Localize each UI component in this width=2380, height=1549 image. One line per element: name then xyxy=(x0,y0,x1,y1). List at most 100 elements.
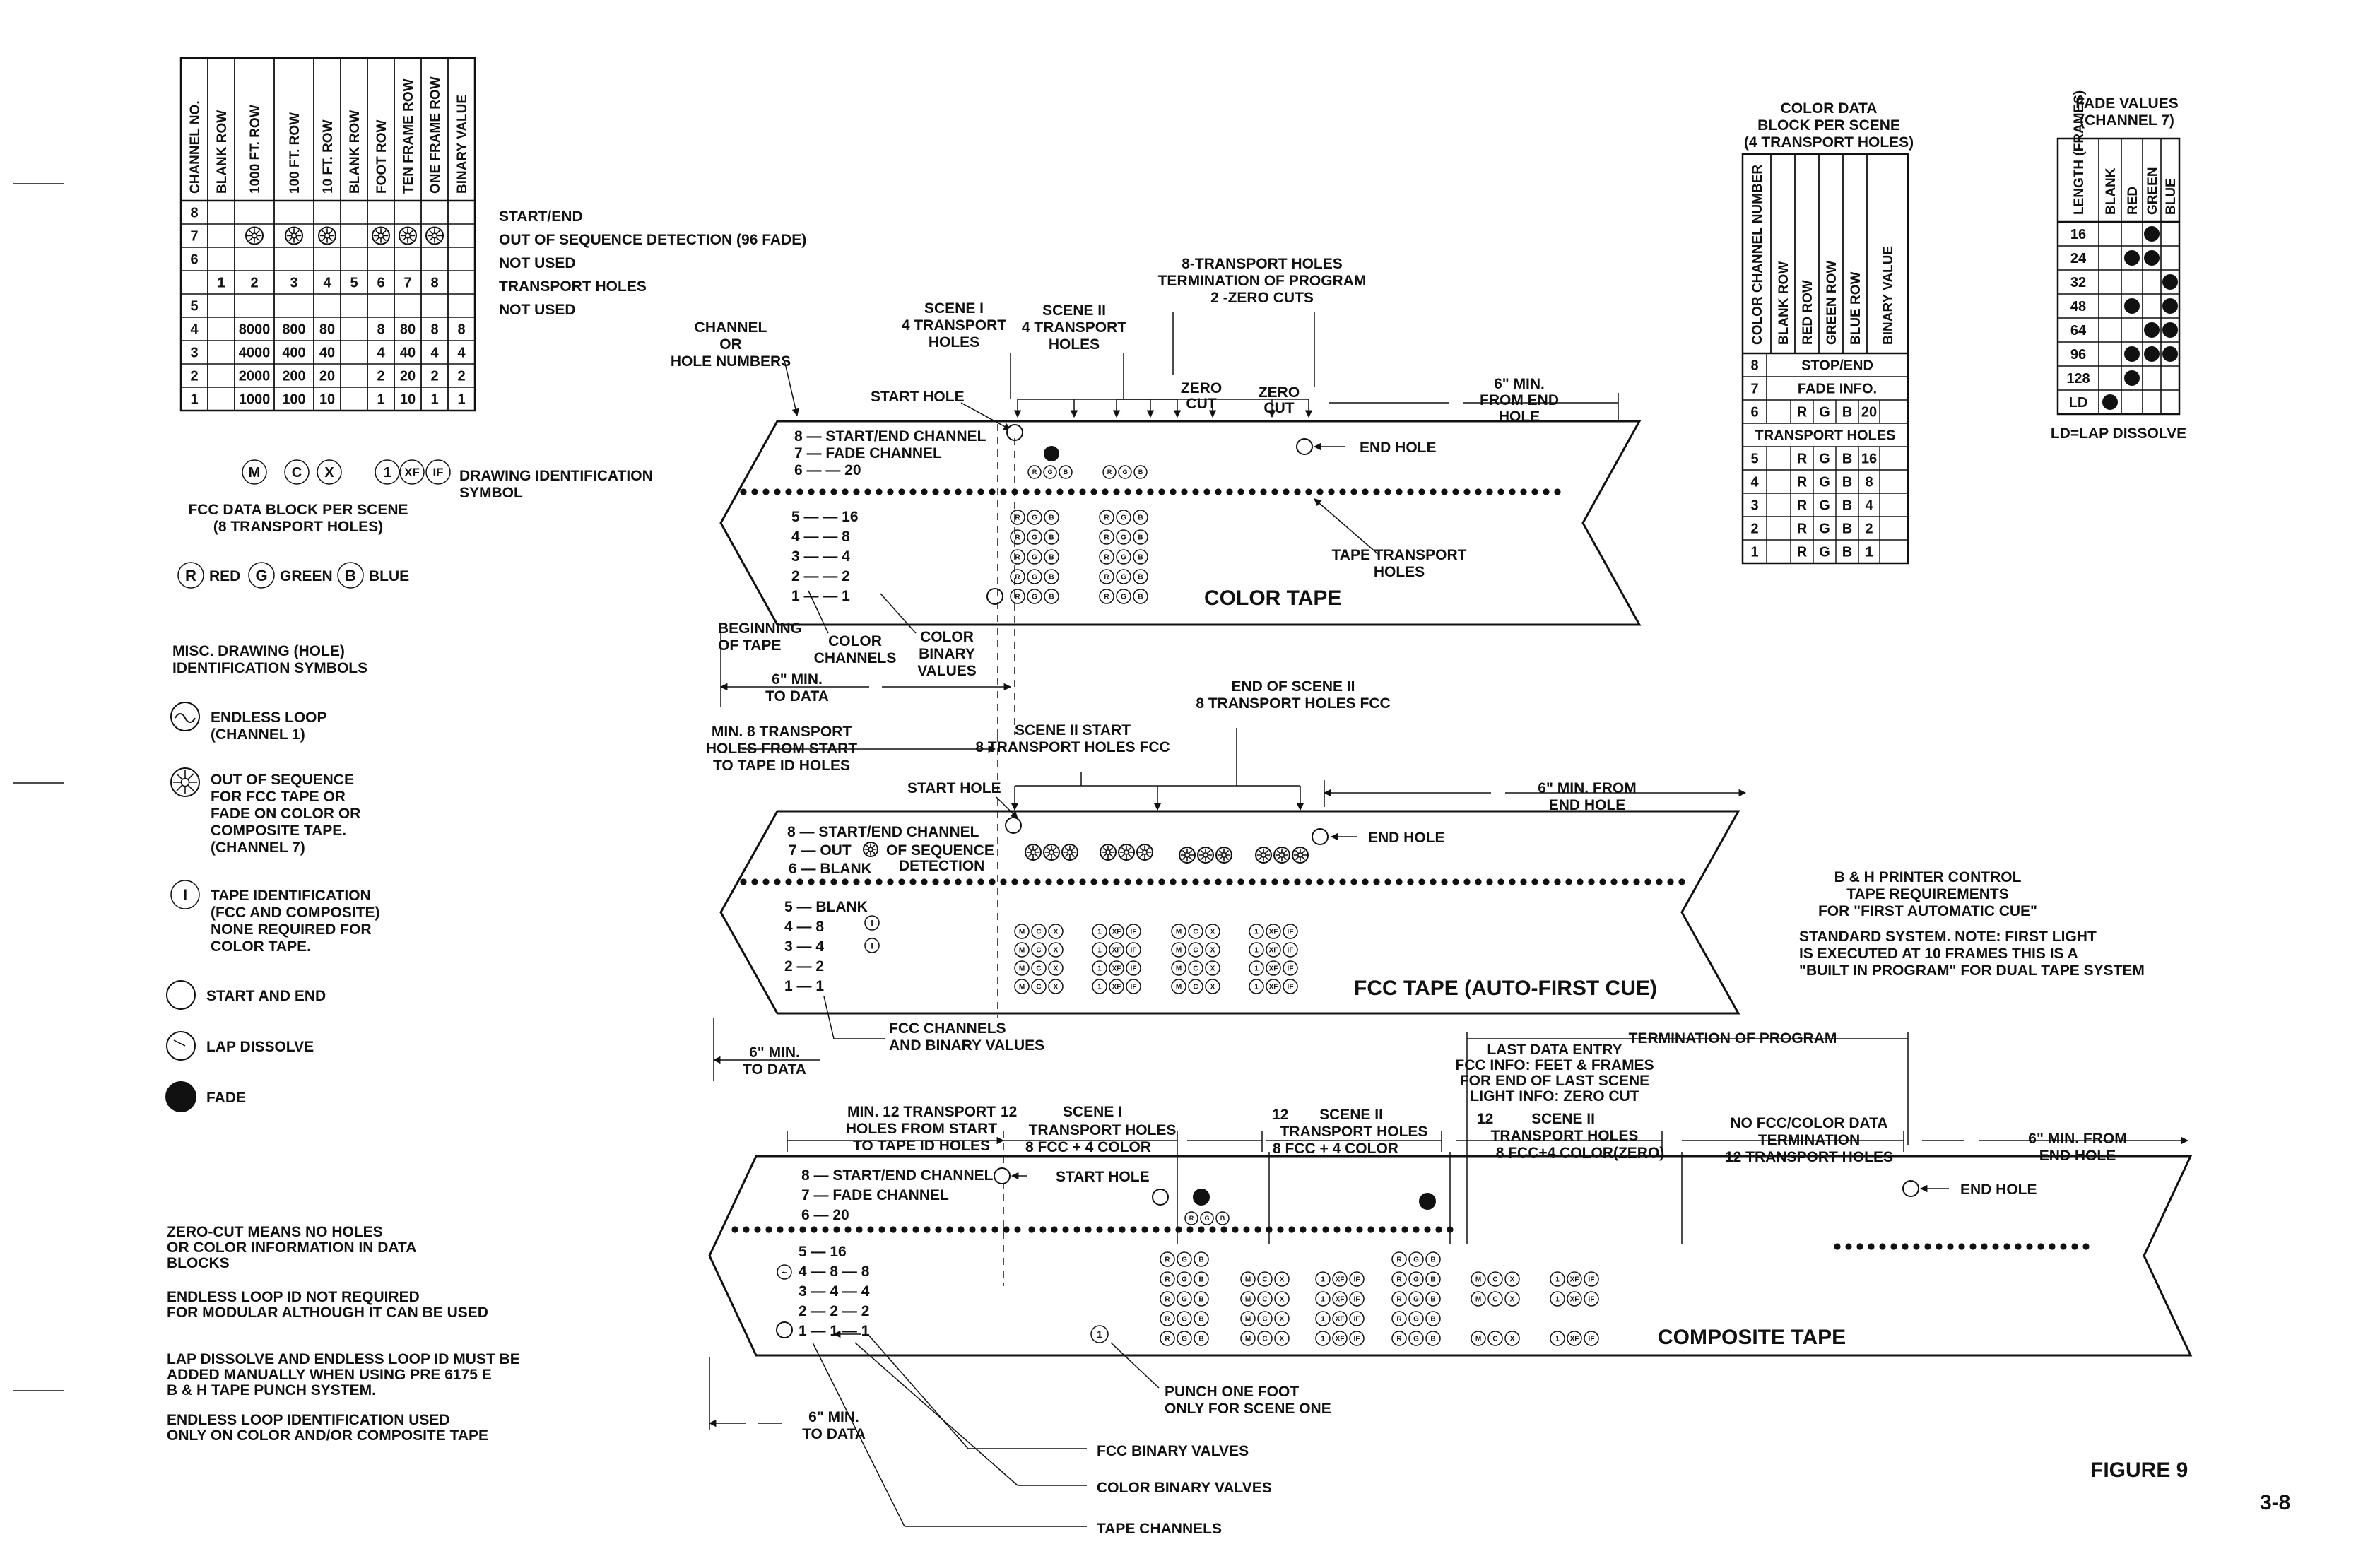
cell-value: 1 xyxy=(1865,545,1873,560)
symbol-letter: M xyxy=(1245,1316,1251,1324)
symbol-circle xyxy=(1391,1251,1407,1267)
symbol-letter: G xyxy=(1182,1316,1187,1324)
cell-value: 8000 xyxy=(239,322,271,338)
symbol-circle xyxy=(1315,1331,1331,1346)
cell-value: G xyxy=(1819,452,1830,467)
fade-dot xyxy=(932,878,939,885)
fade-dot xyxy=(1260,878,1267,885)
channel-label: 6 — 20 xyxy=(801,1207,849,1223)
fade-dot xyxy=(1958,1243,1965,1250)
symbol-circle xyxy=(1584,1331,1599,1346)
table-title: (4 TRANSPORT HOLES) xyxy=(1744,134,1914,151)
symbol-circle xyxy=(1194,1331,1209,1346)
symbol-letter: B xyxy=(1138,594,1143,601)
symbol-letter: B xyxy=(1049,514,1054,522)
symbol-circle xyxy=(1126,979,1141,994)
note-text: BLOCKS xyxy=(167,1255,230,1271)
callout: 6" MIN. xyxy=(772,671,823,688)
start-hole xyxy=(994,1167,1011,1184)
symbol-circle xyxy=(1027,510,1042,525)
end-hole xyxy=(1902,1180,1919,1197)
channel-label: DETECTION xyxy=(899,858,984,874)
symbol-letter: 1 xyxy=(1321,1296,1325,1304)
fade-dot xyxy=(1243,1226,1250,1233)
callout: 8 TRANSPORT HOLES FCC xyxy=(1196,695,1390,712)
symbol-circle xyxy=(1332,1291,1348,1307)
cell-value: 200 xyxy=(282,369,305,384)
cell-value: 16 xyxy=(1861,452,1877,467)
cell-value: 10 xyxy=(400,392,416,408)
symbol-letter: R xyxy=(1015,554,1020,562)
fade-dot xyxy=(887,878,894,885)
hub xyxy=(1067,849,1073,855)
note-text: ENDLESS LOOP IDENTIFICATION USED xyxy=(167,1412,450,1428)
fade-dot xyxy=(785,878,792,885)
fade-dot xyxy=(774,488,781,495)
symbol-circle xyxy=(1425,1271,1441,1287)
symbol-circle xyxy=(242,459,267,485)
symbol-circle xyxy=(1194,1311,1209,1326)
fade-dot xyxy=(2162,298,2178,314)
symbol-letter: C xyxy=(1193,947,1198,955)
callout: 6" MIN. FROM xyxy=(2028,1131,2126,1147)
symbol-circle xyxy=(1504,1331,1520,1346)
fade-dot xyxy=(1424,1226,1431,1233)
symbol-letter: XF xyxy=(1336,1296,1345,1304)
cell-value: 2000 xyxy=(239,369,271,384)
fade-dot xyxy=(2060,1243,2067,1250)
symbol-circle xyxy=(1550,1291,1565,1307)
callout: 4 TRANSPORT xyxy=(1022,319,1126,336)
legend-text: NONE REQUIRED FOR xyxy=(211,921,372,938)
callout: SCENE II START xyxy=(1015,722,1131,738)
symbol-letter: IF xyxy=(1288,929,1294,936)
row-note: NOT USED xyxy=(499,255,576,271)
fade-dot xyxy=(844,1226,852,1233)
symbol-circle xyxy=(1027,549,1042,565)
symbol-letter: X xyxy=(1280,1316,1285,1324)
symbol-circle xyxy=(864,915,880,931)
callout: END HOLE xyxy=(1360,440,1437,456)
fade-dot xyxy=(1090,878,1097,885)
symbol-letter: C xyxy=(1036,947,1041,955)
note-text: ADDED MANUALLY WHEN USING PRE 6175 E xyxy=(167,1367,492,1383)
fade-length: 128 xyxy=(2066,371,2090,387)
fade-dot xyxy=(1045,878,1052,885)
hub xyxy=(1261,852,1266,858)
symbol-circle xyxy=(1043,465,1057,479)
symbol-letter: C xyxy=(1492,1296,1497,1304)
fade-dot xyxy=(921,488,928,495)
symbol-letter: R xyxy=(1165,1336,1170,1343)
fade-dot xyxy=(1237,488,1244,495)
symbol-circle xyxy=(1099,529,1114,545)
fade-dot xyxy=(853,488,860,495)
symbol-circle xyxy=(284,459,310,485)
symbol-circle xyxy=(1408,1251,1424,1267)
fade-dot xyxy=(1300,1226,1307,1233)
fade-dot xyxy=(1520,488,1527,495)
symbol-letter: C xyxy=(1262,1336,1267,1343)
fade-dot xyxy=(2003,1243,2010,1250)
fade-dot xyxy=(1463,878,1471,885)
symbol-letter: IF xyxy=(1354,1276,1360,1284)
fade-dot xyxy=(1107,1226,1114,1233)
symbol-circle xyxy=(1109,942,1124,958)
column-header: 10 FT. ROW xyxy=(321,119,336,194)
note-title: FOR "FIRST AUTOMATIC CUE" xyxy=(1818,903,2037,919)
cell-value: 2 xyxy=(1865,522,1873,537)
table-title: BLOCK PER SCENE xyxy=(1757,117,1900,134)
symbol-circle xyxy=(1177,1291,1192,1307)
symbol-letter: X xyxy=(324,465,334,481)
fade-dot xyxy=(1260,488,1267,495)
page-number: 3-8 xyxy=(2260,1491,2290,1514)
symbol-circle xyxy=(1177,1331,1192,1346)
symbol-letter: X xyxy=(1280,1336,1285,1343)
symbol-circle xyxy=(1171,960,1186,976)
symbol-circle xyxy=(1177,1251,1192,1267)
symbol-circle xyxy=(1090,1325,1109,1343)
callout: 8 TRANSPORT HOLES FCC xyxy=(975,739,1170,755)
fade-dot xyxy=(876,878,883,885)
cell-value: 2 xyxy=(250,276,258,291)
lap-hole xyxy=(776,1321,793,1338)
symbol-circle xyxy=(1425,1331,1441,1346)
